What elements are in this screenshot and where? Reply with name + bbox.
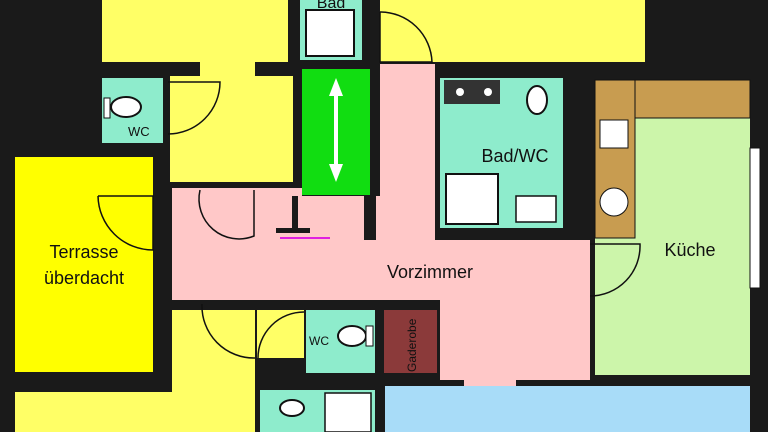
room-label-kueche: Küche [664,240,715,260]
room-label-wc-top: WC [128,124,150,139]
room-label-terrasse-2: überdacht [44,268,124,288]
room-label-terrasse-1: Terrasse [49,242,118,262]
arrow-down-icon [329,164,343,182]
room-label-wc-lower: WC [309,334,329,348]
elevator [302,69,370,195]
toilet-icon [526,85,548,115]
room-wc-lower: WC [306,310,375,373]
room-terrasse: Terrasse überdacht [15,157,154,372]
room-bad-wc: Bad/WC [440,78,563,228]
room-wc-top: WC [102,78,163,143]
room-top-right [379,0,645,63]
room-gaderobe: Gaderobe [384,310,437,373]
room-bottom-blue [385,386,750,432]
sink-icon [515,195,557,223]
room-label-bad-wc: Bad/WC [481,146,548,166]
door-swing [167,81,221,135]
room-label-bad-top: Bad [317,0,345,12]
room-kueche: Küche [589,79,761,375]
arrow-up-icon [329,78,343,96]
room-bad-top: Bad [300,0,362,60]
room-label-gaderobe: Gaderobe [405,318,419,372]
room-bottom-bath [260,390,375,432]
toilet-icon [337,325,367,347]
room-lower-vestibule [15,303,305,432]
room-label-vorzimmer: Vorzimmer [387,262,473,282]
shower-icon [445,173,499,225]
room-top-left [102,0,293,182]
room-vorzimmer: Vorzimmer [172,64,590,387]
toilet-icon [110,96,142,118]
shower-icon [305,9,355,57]
